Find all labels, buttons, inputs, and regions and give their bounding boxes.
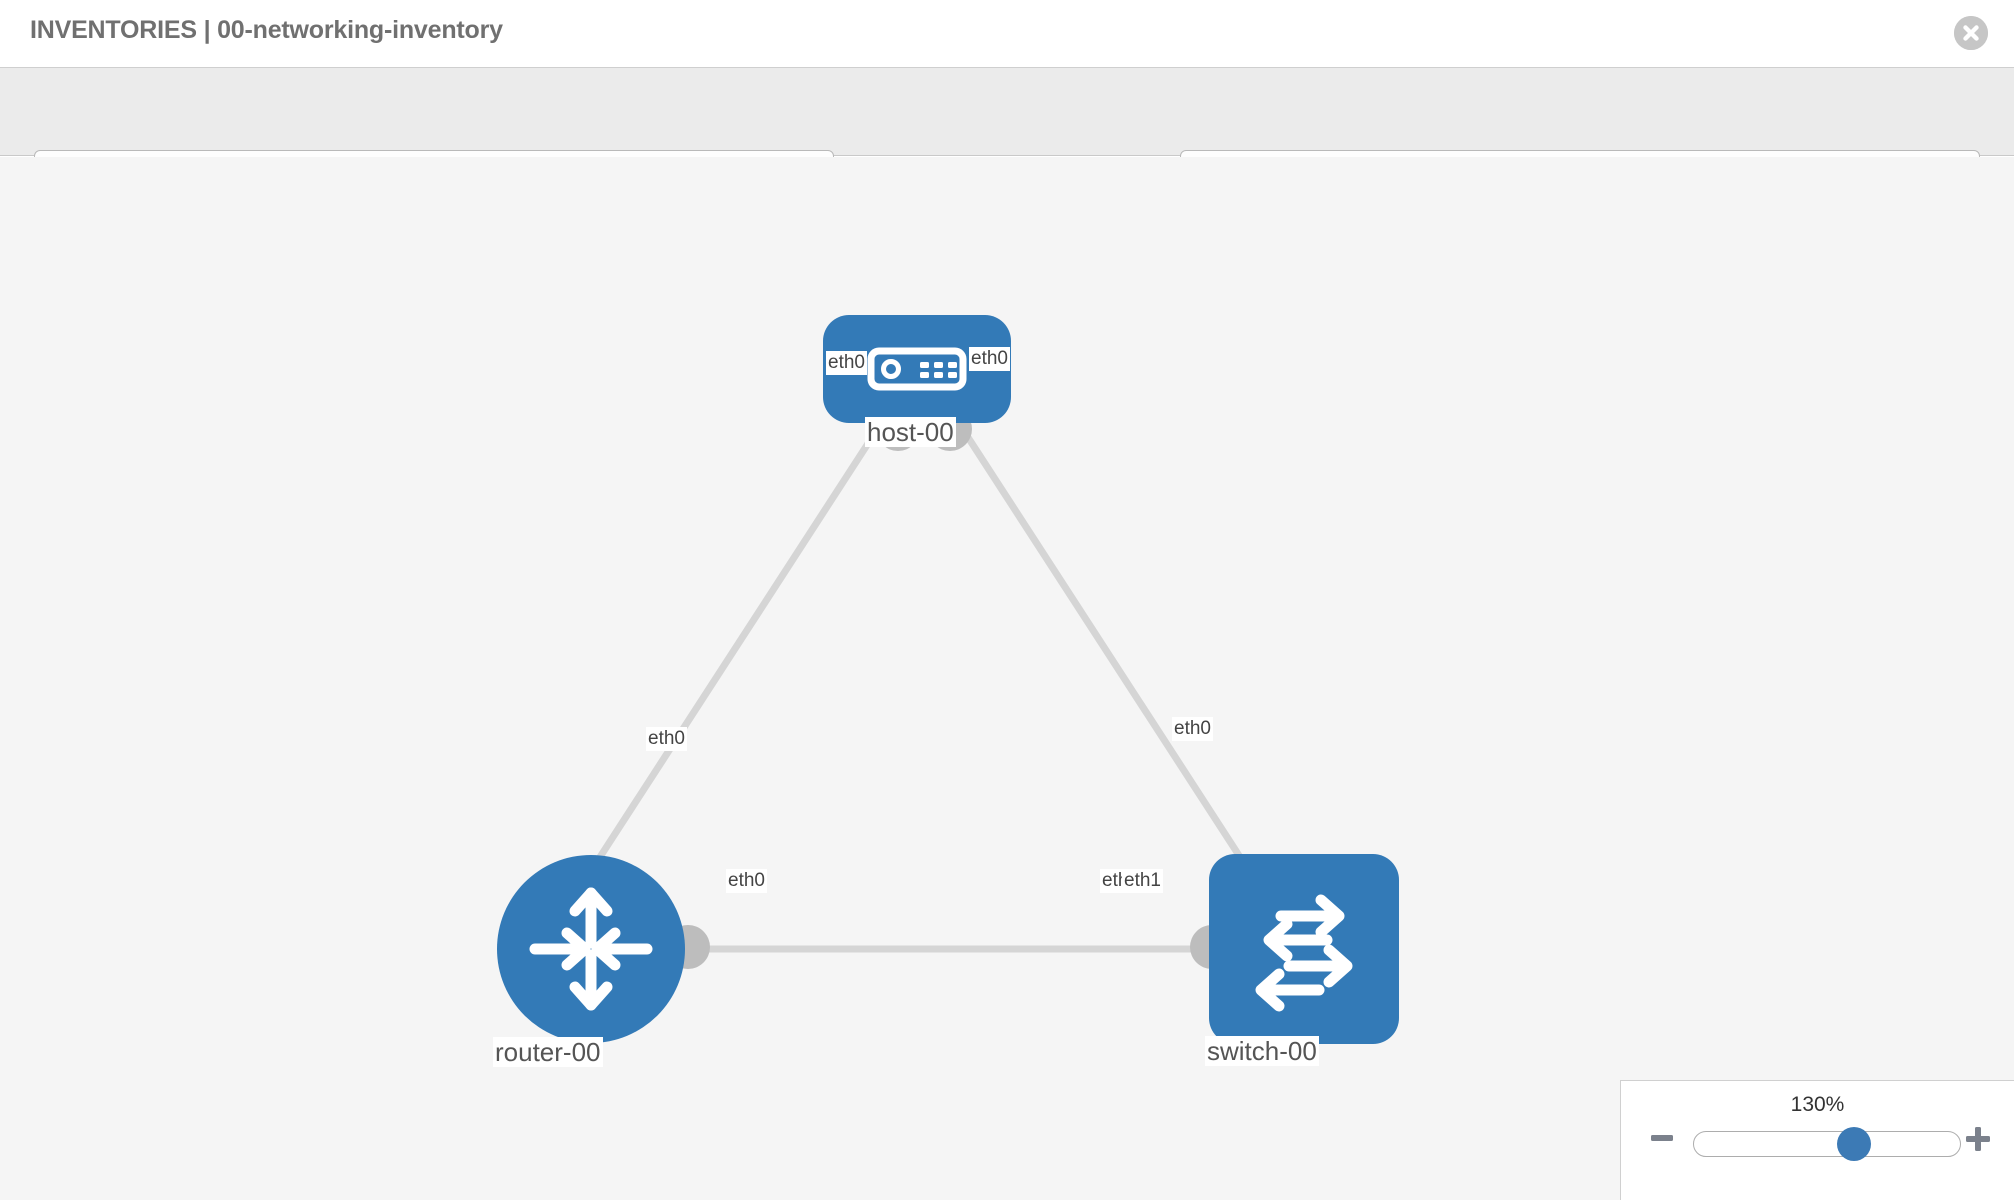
edge-label: eth0 <box>1172 717 1213 741</box>
edge-label: eth0 <box>726 869 767 893</box>
page-title: INVENTORIES | 00-networking-inventory <box>30 16 503 44</box>
node-shape-switch <box>1209 854 1399 1044</box>
page-header: INVENTORIES | 00-networking-inventory <box>0 0 2014 68</box>
zoom-control: 130% <box>1620 1080 2014 1200</box>
topology-edges <box>596 407 1254 969</box>
edge-label: eth0 <box>826 351 867 375</box>
zoom-level-value: 130% <box>1790 1093 1845 1116</box>
zoom-slider[interactable] <box>1693 1127 1961 1161</box>
edge-label: eth0 <box>969 347 1010 371</box>
edge-host-router <box>596 421 884 861</box>
switch-arrows-icon <box>1255 894 1353 1012</box>
toolbar: ACTIONS SEARCH <box>0 68 2014 200</box>
plus-icon[interactable] <box>1964 1125 1992 1158</box>
close-icon[interactable] <box>1954 16 1988 50</box>
zoom-slider-thumb[interactable] <box>1836 1127 1871 1161</box>
node-label-router: router-00 <box>493 1037 603 1067</box>
node-shape-router <box>497 855 685 1043</box>
edge-label: eth0 <box>646 727 687 751</box>
server-icon <box>867 347 967 391</box>
edge-host-switch <box>956 421 1244 861</box>
minus-icon[interactable] <box>1649 1125 1675 1156</box>
edge-label: eth1 <box>1122 869 1163 893</box>
node-label-switch: switch-00 <box>1205 1036 1319 1066</box>
router-arrows-icon <box>529 887 653 1011</box>
topology-canvas[interactable]: host-00 <box>0 157 2014 1200</box>
node-label-host: host-00 <box>865 417 956 447</box>
